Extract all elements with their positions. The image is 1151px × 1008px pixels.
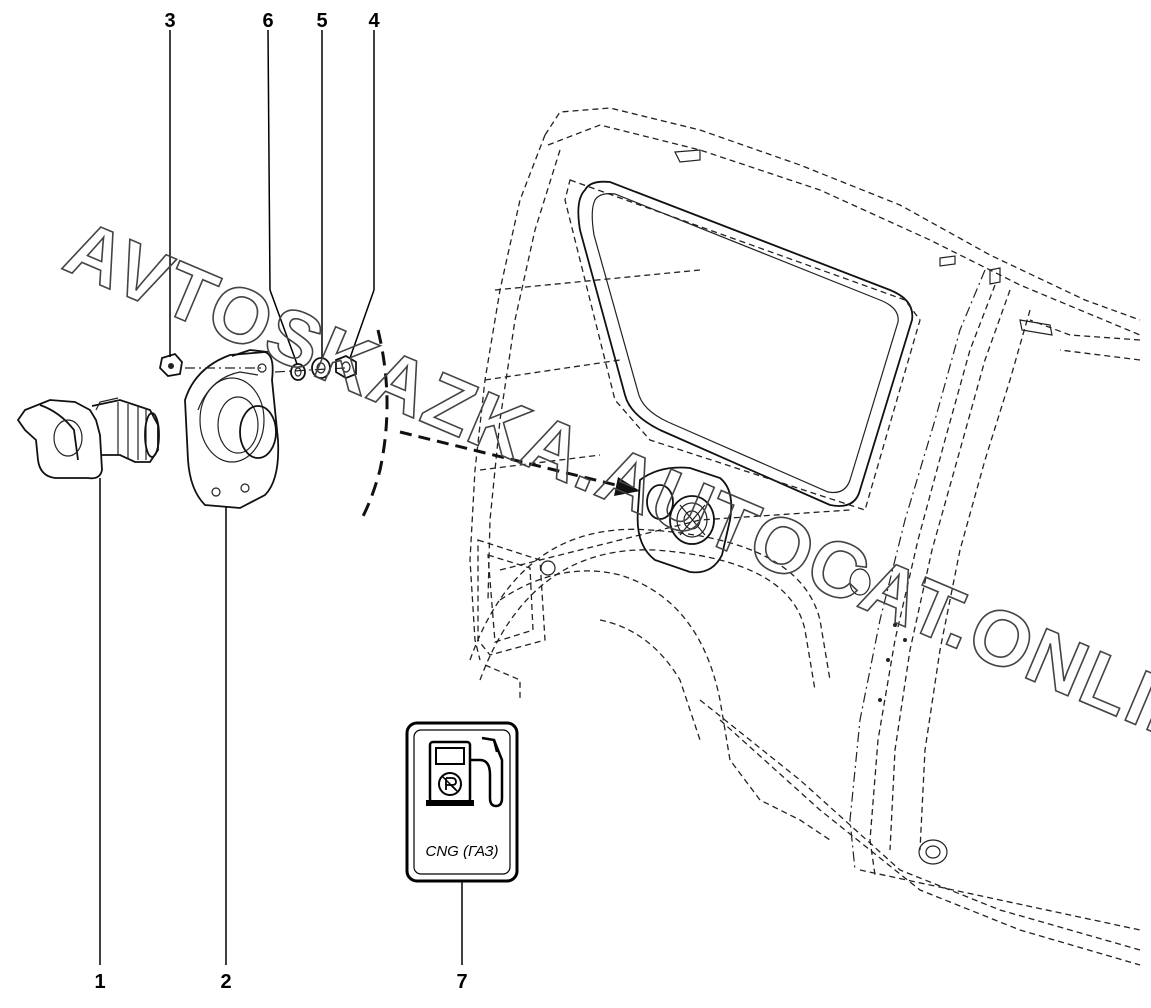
callout-3: 3	[164, 10, 175, 32]
part-2-filler-housing	[184, 349, 280, 509]
callout-7: 7	[456, 971, 467, 993]
part-7-cng-label: CNG (ГАЗ)	[405, 721, 519, 883]
fuel-filler-opening	[636, 466, 733, 574]
assembly-arrow	[358, 329, 640, 523]
part-3-screw	[159, 352, 183, 377]
callout-1: 1	[94, 971, 105, 993]
fastener-hardware	[159, 352, 357, 381]
callout-6: 6	[262, 10, 273, 32]
callout-5: 5	[316, 10, 327, 32]
fuel-pump-icon	[426, 736, 504, 808]
part-1-filler-connector	[16, 397, 160, 480]
callout-4: 4	[368, 10, 380, 32]
cng-label-text: CNG (ГАЗ)	[425, 843, 498, 860]
part-4-nut	[335, 354, 357, 380]
part-6-washer	[290, 363, 306, 381]
callout-numbers: 3 6 5 4 1 2 7	[94, 10, 467, 993]
part-5-lock-washer	[311, 357, 331, 379]
leader-lines	[99, 29, 463, 965]
car-body-rear-quarter	[469, 107, 1141, 966]
callout-2: 2	[220, 971, 231, 993]
